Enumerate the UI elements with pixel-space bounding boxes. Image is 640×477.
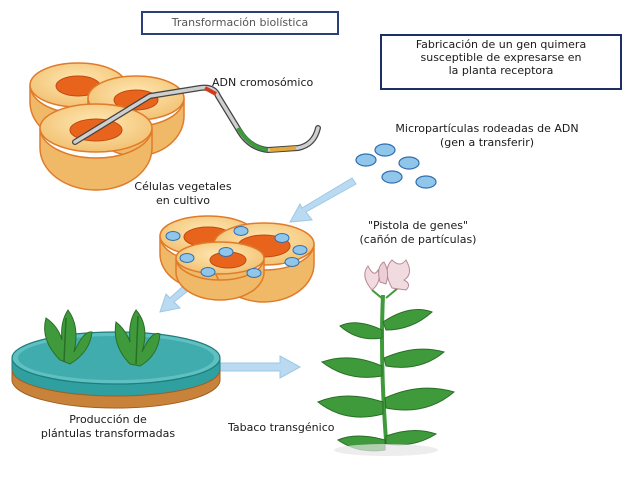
page-title: Transformación biolística: [171, 16, 309, 29]
note-box: Fabricación de un gen quimera susceptibl…: [380, 34, 622, 90]
label-cells: Células vegetales en cultivo: [118, 180, 248, 208]
note-line-3: la planta receptora: [448, 64, 554, 77]
particle: [415, 175, 437, 189]
particle: [355, 153, 377, 167]
label-adn: ADN cromosómico: [212, 76, 314, 89]
label-tobacco: Tabaco transgénico: [228, 421, 335, 434]
cell-cluster-bombarded: [159, 215, 315, 303]
particle: [374, 143, 396, 157]
cell-particles: [165, 226, 308, 278]
petri-dish: [11, 331, 221, 409]
arrow-particles-to-cells: [289, 177, 357, 223]
label-microparticles: Micropartículas rodeadas de ADN (gen a t…: [362, 122, 612, 150]
label-production: Producción de plántulas transformadas: [8, 413, 208, 441]
plantlet-left: [44, 309, 93, 365]
microparticles: [355, 143, 437, 189]
label-cells-line1: Células vegetales: [134, 180, 232, 193]
label-production-line1: Producción de: [69, 413, 147, 426]
plantlet-right: [114, 309, 161, 367]
tobacco-flowers: [364, 259, 410, 291]
label-production-line2: plántulas transformadas: [40, 427, 176, 440]
note-line-2: susceptible de expresarse en: [420, 51, 582, 64]
tobacco-plant: [317, 287, 456, 456]
dna-strand: [72, 84, 321, 154]
label-gene-gun-line2: (cañón de partículas): [359, 233, 477, 246]
note-line-1: Fabricación de un gen quimera: [415, 38, 587, 51]
cell: [175, 241, 265, 301]
label-gene-gun-line1: "Pistola de genes": [367, 219, 469, 232]
arrow-plantlets-to-tobacco: [215, 355, 302, 379]
cell-cluster-top: [29, 62, 185, 191]
particle: [381, 170, 403, 184]
label-cells-line2: en cultivo: [156, 194, 210, 207]
label-gene-gun: "Pistola de genes" (cañón de partículas): [320, 219, 516, 247]
label-microparticles-line1: Micropartículas rodeadas de ADN: [395, 122, 579, 135]
particle: [398, 156, 420, 170]
label-microparticles-line2: (gen a transferir): [439, 136, 535, 149]
title-box: Transformación biolística: [141, 11, 339, 35]
